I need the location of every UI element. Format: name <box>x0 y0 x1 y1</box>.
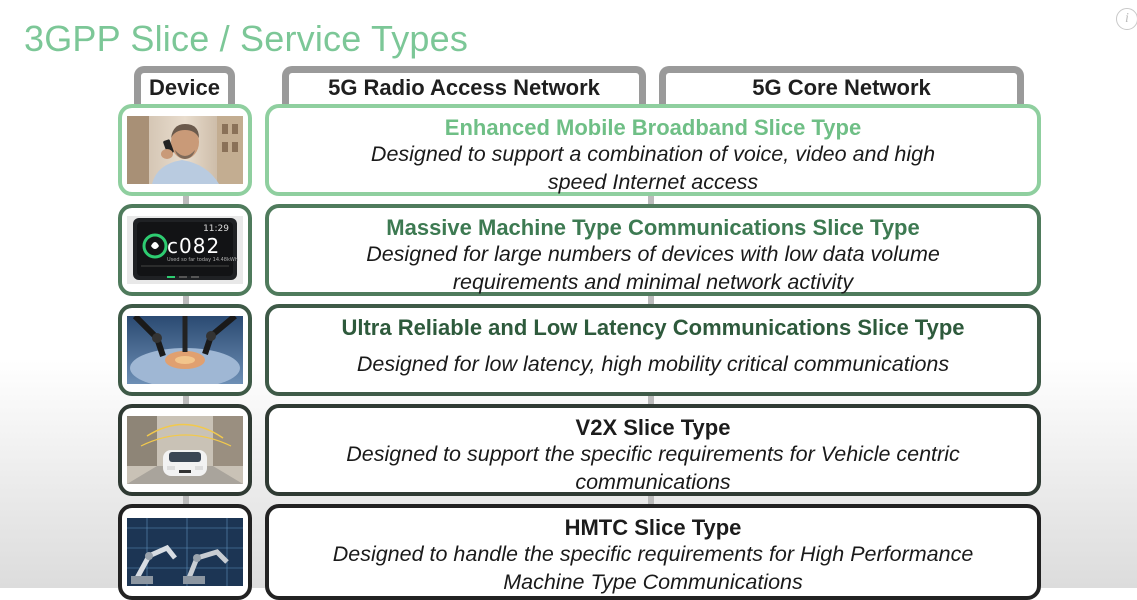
slice-title: HMTC Slice Type <box>564 515 742 540</box>
header-core: 5G Core Network <box>659 66 1024 104</box>
slice-box-embb: Enhanced Mobile Broadband Slice Type Des… <box>265 104 1041 196</box>
connector <box>183 496 189 506</box>
slice-box-urllc: Ultra Reliable and Low Latency Communica… <box>265 304 1041 396</box>
connector <box>183 396 189 406</box>
header-device: Device <box>134 66 235 104</box>
slice-title: Enhanced Mobile Broadband Slice Type <box>444 115 862 140</box>
robotic-surgery-icon <box>127 316 243 384</box>
smart-meter-icon: 11:29 c082 Used so far today 14.48kWh <box>127 216 243 284</box>
slice-description: Designed to support a combination of voi… <box>370 142 936 166</box>
device-box-v2x <box>118 404 252 496</box>
connector <box>183 196 189 206</box>
connected-car-icon <box>127 416 243 484</box>
slice-box-v2x: V2X Slice Type Designed to support the s… <box>265 404 1041 496</box>
slice-description: speed Internet access <box>547 170 759 194</box>
header-ran: 5G Radio Access Network <box>282 66 646 104</box>
meter-caption: Used so far today 14.48kWh <box>167 257 238 263</box>
person-phone-icon <box>127 116 243 184</box>
slice-description: Designed to handle the specific requirem… <box>332 542 974 566</box>
device-box-urllc <box>118 304 252 396</box>
slice-box-mmtc: Massive Machine Type Communications Slic… <box>265 204 1041 296</box>
slice-description: communications <box>575 470 731 494</box>
industrial-robot-icon <box>127 518 243 586</box>
slice-description: requirements and minimal network activit… <box>452 270 854 294</box>
slice-description: Machine Type Communications <box>503 570 803 594</box>
meter-time: 11:29 <box>203 224 229 234</box>
slice-title: V2X Slice Type <box>575 415 731 440</box>
slice-description: Designed to support the specific require… <box>346 442 960 466</box>
slice-title: Ultra Reliable and Low Latency Communica… <box>341 315 965 340</box>
meter-reading: c082 <box>167 234 221 258</box>
info-icon[interactable]: i <box>1116 8 1137 30</box>
slice-description: Designed for low latency, high mobility … <box>356 352 950 376</box>
slice-box-hmtc: HMTC Slice Type Designed to handle the s… <box>265 504 1041 600</box>
slide-title: 3GPP Slice / Service Types <box>24 18 469 59</box>
connector <box>648 196 654 206</box>
device-box-hmtc <box>118 504 252 600</box>
connector <box>648 396 654 406</box>
device-box-embb <box>118 104 252 196</box>
slice-title: Massive Machine Type Communications Slic… <box>386 215 920 240</box>
connector <box>648 496 654 506</box>
connector <box>648 296 654 306</box>
slice-description: Designed for large numbers of devices wi… <box>366 242 940 266</box>
device-box-mmtc: 11:29 c082 Used so far today 14.48kWh <box>118 204 252 296</box>
connector <box>183 296 189 306</box>
